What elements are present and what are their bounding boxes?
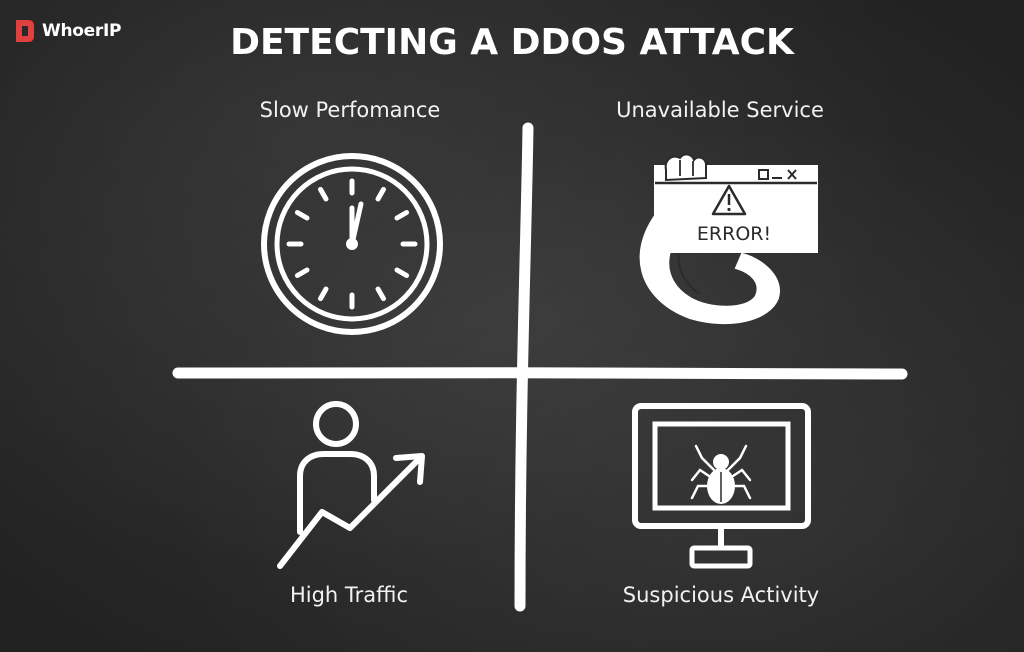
whoerip-logo-icon — [16, 20, 34, 42]
label-unavailable-service: Unavailable Service — [616, 98, 824, 122]
error-window-icon: ERROR! — [639, 153, 818, 325]
horizontal-divider — [172, 367, 908, 380]
label-slow-performance: Slow Perfomance — [259, 98, 441, 122]
brand-name: WhoerIP — [42, 21, 122, 41]
label-high-traffic: High Traffic — [289, 583, 409, 607]
person-rising-arrow-icon — [277, 401, 425, 569]
page-title: DETECTING A DDOS ATTACK — [230, 22, 794, 63]
error-text: ERROR! — [697, 223, 771, 245]
vertical-divider — [514, 122, 534, 612]
brand-logo: WhoerIP — [14, 18, 121, 44]
clock-icon — [261, 153, 443, 335]
monitor-bug-icon — [632, 403, 811, 569]
label-suspicious-activity: Suspicious Activity — [622, 583, 820, 607]
